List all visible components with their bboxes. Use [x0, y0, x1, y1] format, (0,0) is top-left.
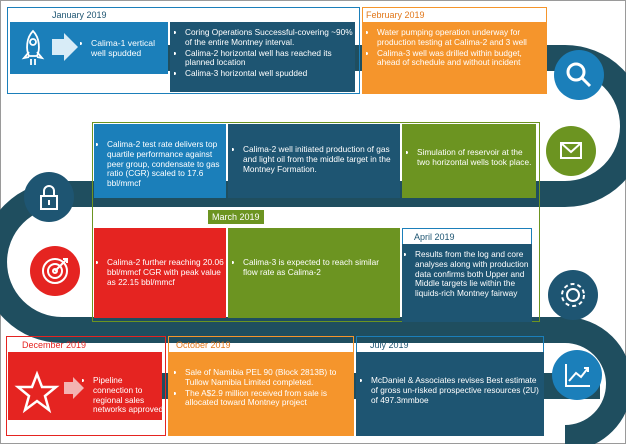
jan-panel: [170, 22, 355, 92]
jan-label: January 2019: [52, 10, 107, 20]
apr-item-1: Results from the log and core analyses a…: [415, 250, 530, 299]
mar-item-4: Calima-2 further reaching 20.06 bbl/mmcf…: [107, 258, 224, 287]
oct-panel: [168, 352, 354, 436]
mar-item-3: Simulation of reservoir at the two horiz…: [417, 148, 532, 168]
jan-text-2: Coring Operations Successful-covering ~9…: [174, 28, 354, 80]
jan-text-1: Calima-1 vertical well spudded: [80, 38, 168, 59]
jan-rocket-panel: [10, 22, 168, 74]
mar-panel-5: [228, 228, 400, 318]
jan-item-4: Calima-3 horizontal well spudded: [185, 68, 354, 79]
jul-item-1: McDaniel & Associates revises Best estim…: [371, 376, 540, 405]
mar-item-5: Calima-3 is expected to reach similar fl…: [243, 258, 396, 278]
mar-panel-2: [228, 124, 400, 198]
apr-panel: [402, 244, 532, 322]
mar-text-3: Simulation of reservoir at the two horiz…: [406, 148, 532, 169]
arrow-icon: [52, 33, 78, 61]
mar-text-4: Calima-2 further reaching 20.06 bbl/mmcf…: [96, 258, 224, 288]
rocket-icon: [18, 28, 48, 68]
search-icon-bg: [554, 50, 604, 100]
jan-item-2: Coring Operations Successful-covering ~9…: [185, 28, 354, 48]
oct-text: Sale of Namibia PEL 90 (Block 2813B) to …: [174, 368, 350, 409]
dec-item-1: Pipeline connection to regional sales ne…: [93, 376, 164, 415]
jan-item-3: Calima-2 horizontal well has reached its…: [185, 48, 354, 69]
mar-text-5: Calima-3 is expected to reach similar fl…: [232, 258, 396, 279]
target-icon-bg: [30, 246, 80, 296]
feb-text: Water pumping operation underway for pro…: [366, 28, 544, 69]
feb-item-1: Water pumping operation underway for pro…: [377, 28, 544, 48]
jul-text: McDaniel & Associates revises Best estim…: [360, 376, 540, 406]
chart-icon-bg: [552, 350, 602, 400]
feb-label: February 2019: [366, 10, 425, 20]
mar-outline: [92, 122, 540, 322]
mar-item-2: Calima-2 well initiated production of ga…: [243, 145, 396, 174]
gear-icon-bg: [548, 270, 598, 320]
mar-panel-3: [402, 124, 536, 198]
mar-label: March 2019: [208, 210, 264, 224]
apr-text: Results from the log and core analyses a…: [404, 250, 530, 300]
lock-icon-bg: [24, 172, 74, 222]
mar-panel-1: [94, 124, 226, 198]
mar-item-1: Calima-2 test rate delivers top quartile…: [107, 140, 224, 189]
dec-text: Pipeline connection to regional sales ne…: [82, 376, 164, 416]
star-icon: [14, 370, 60, 416]
arrow-icon-dec: [64, 377, 84, 399]
mar-text-2: Calima-2 well initiated production of ga…: [232, 145, 396, 175]
oct-label: October 2019: [176, 340, 231, 350]
oct-item-1: Sale of Namibia PEL 90 (Block 2813B) to …: [185, 368, 350, 388]
mar-text-1: Calima-2 test rate delivers top quartile…: [96, 140, 224, 190]
feb-panel: [362, 22, 547, 94]
oct-item-2: The A$2.9 million received from sale is …: [185, 388, 350, 409]
mar-panel-4: [94, 228, 226, 318]
jul-label: July 2019: [370, 340, 409, 350]
jul-panel: [356, 352, 544, 436]
dec-label: December 2019: [22, 340, 87, 350]
jan-item-1: Calima-1 vertical well spudded: [91, 38, 168, 58]
mail-icon-bg: [546, 126, 596, 176]
apr-label: April 2019: [414, 232, 455, 242]
feb-item-2: Calima-3 well was drilled within budget,…: [377, 48, 544, 69]
dec-outline: [6, 336, 166, 436]
jan-outline: [7, 7, 360, 94]
